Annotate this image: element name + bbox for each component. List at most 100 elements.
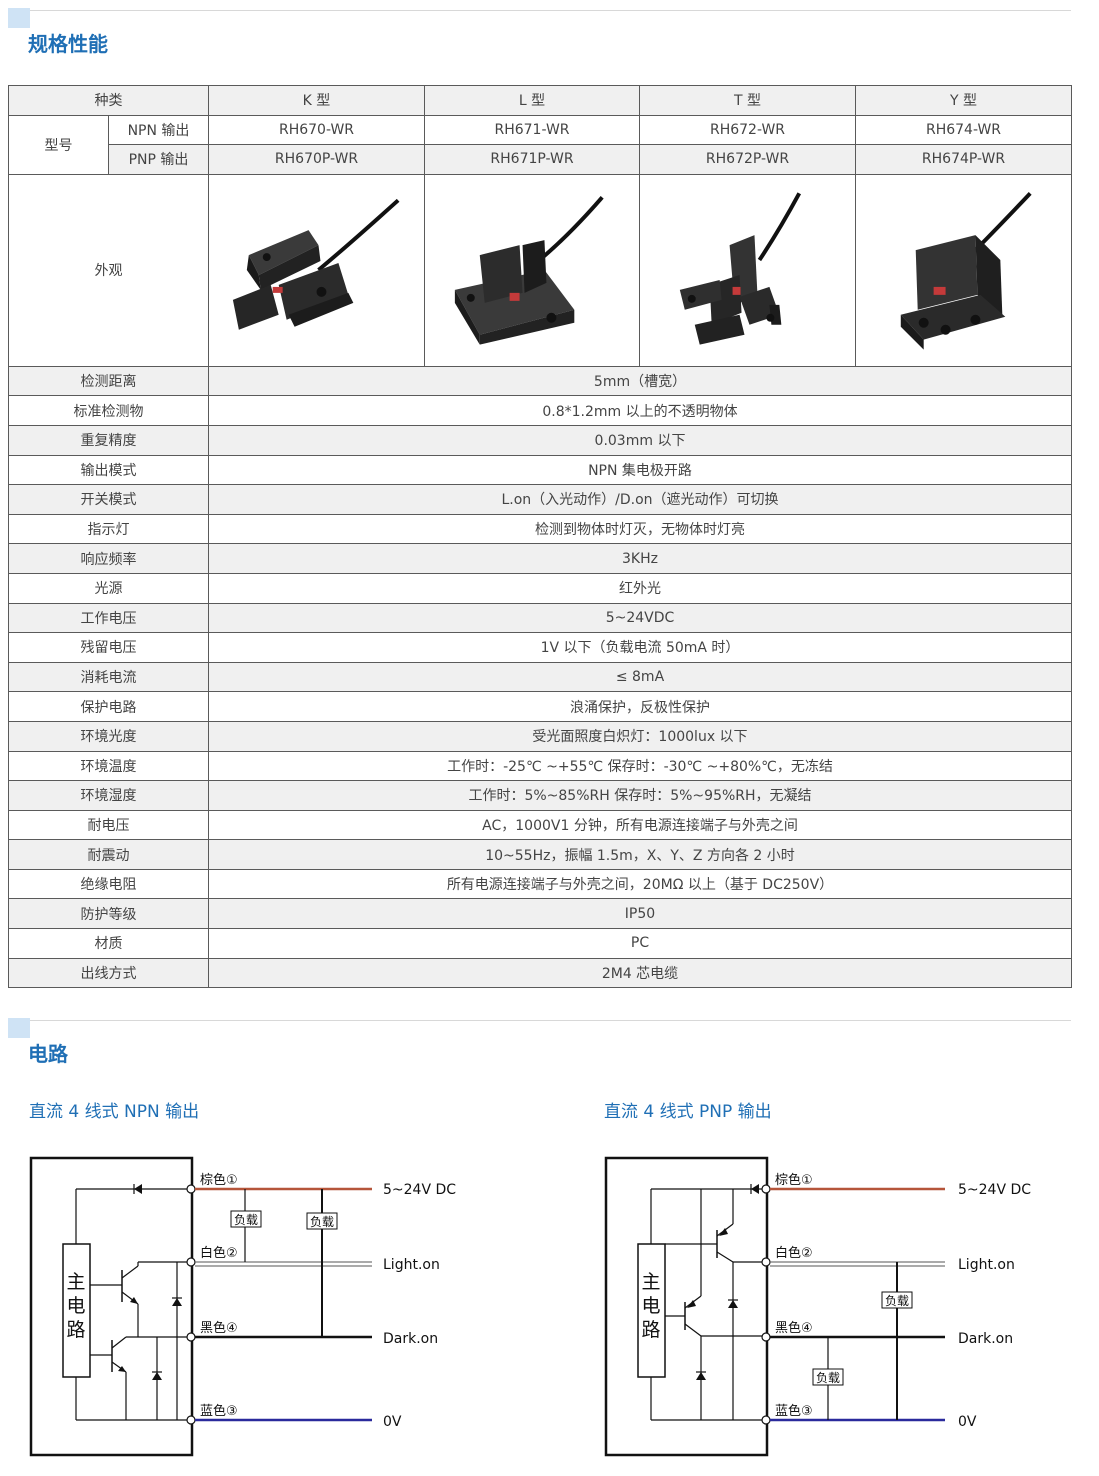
spec-row: 保护电路浪涌保护，反极性保护: [8, 691, 1072, 722]
spec-row-label: 残留电压: [8, 632, 209, 663]
npn-model-y: RH674-WR: [855, 114, 1072, 146]
spec-row-value: IP50: [208, 898, 1072, 930]
spec-row: 环境湿度工作时：5%~85%RH 保存时：5%~95%RH，无凝结: [8, 780, 1072, 811]
npn-load-2-label: 负载: [310, 1215, 334, 1229]
pnp-light-label: Light.on: [958, 1257, 1015, 1273]
circuit-section-header: 电路: [8, 1018, 1071, 1078]
spec-row-value: 10~55Hz，振幅 1.5m，X、Y、Z 方向各 2 小时: [208, 839, 1072, 870]
spec-row-value: 1V 以下（负载电流 50mA 时）: [208, 632, 1072, 663]
pnp-circuit-diagram: 主 电 路 负载 负载 棕色① 白色② 黑色④ 蓝色③ 5~24V DC Li: [604, 1156, 1031, 1457]
spec-row-label: 耐震动: [8, 839, 209, 870]
sensor-image-l: [424, 173, 640, 367]
npn-model-t: RH672-WR: [639, 114, 856, 146]
pnp-blue-wire-label: 蓝色③: [775, 1403, 813, 1419]
sensor-image-k: [208, 173, 425, 367]
spec-row-value: 5mm（槽宽）: [208, 365, 1072, 397]
spec-row: 光源红外光: [8, 572, 1072, 604]
section-divider: [8, 10, 1071, 11]
appearance-label: 外观: [8, 173, 209, 367]
spec-row-value: PC: [208, 928, 1072, 959]
spec-row-label: 消耗电流: [8, 661, 209, 693]
npn-vdc-label: 5~24V DC: [383, 1182, 456, 1198]
spec-row-value: 检测到物体时灯灭，无物体时灯亮: [208, 513, 1072, 545]
pnp-model-y: RH674P-WR: [855, 144, 1072, 175]
spec-table: 种类 K 型 L 型 T 型 Y 型 型号 NPN 输出 RH670-WR RH…: [8, 85, 1072, 989]
section-marker: [8, 1018, 30, 1038]
main-circuit-label-2: 电: [641, 1295, 660, 1317]
spec-row-value: AC，1000V1 分钟，所有电源连接端子与外壳之间: [208, 809, 1072, 841]
circuit-section-title: 电路: [28, 1042, 68, 1066]
npn-load-1-label: 负载: [234, 1213, 258, 1227]
spec-row-value: 工作时：5%~85%RH 保存时：5%~95%RH，无凝结: [208, 780, 1072, 811]
spec-row-label: 出线方式: [8, 957, 209, 989]
section-marker: [8, 8, 30, 28]
sensor-image-y: [855, 173, 1072, 367]
spec-row-label: 输出模式: [8, 454, 209, 486]
spec-section-header: 规格性能: [8, 8, 1071, 68]
pnp-model-row: PNP 输出 RH670P-WR RH671P-WR RH672P-WR RH6…: [9, 144, 1072, 175]
spec-row-label: 光源: [8, 572, 209, 604]
spec-row-value: L.on（入光动作）/D.on（遮光动作）可切换: [208, 484, 1072, 515]
pnp-model-l: RH671P-WR: [424, 144, 640, 175]
type-y-header: Y 型: [855, 85, 1072, 116]
spec-row-label: 工作电压: [8, 602, 209, 634]
main-circuit-label-3: 路: [641, 1319, 660, 1341]
pnp-model-k: RH670P-WR: [208, 144, 425, 175]
spec-row-label: 检测距离: [8, 365, 209, 397]
pnp-zero-label: 0V: [958, 1414, 977, 1430]
pnp-black-wire-label: 黑色④: [775, 1320, 813, 1336]
spec-row-label: 绝缘电阻: [8, 868, 209, 900]
npn-white-wire-label: 白色②: [200, 1245, 238, 1261]
npn-black-wire-label: 黑色④: [200, 1320, 238, 1336]
spec-section-title: 规格性能: [28, 32, 108, 56]
type-k-header: K 型: [208, 85, 425, 116]
pnp-model-t: RH672P-WR: [639, 144, 856, 175]
appearance-row: 外观: [8, 173, 1072, 367]
spec-row-value: 3KHz: [208, 543, 1072, 574]
npn-brown-wire-label: 棕色①: [200, 1172, 238, 1188]
model-label: 型号: [8, 114, 109, 175]
npn-model-k: RH670-WR: [208, 114, 425, 146]
pnp-vdc-label: 5~24V DC: [958, 1182, 1031, 1198]
npn-light-label: Light.on: [383, 1257, 440, 1273]
spec-row-label: 开关模式: [8, 484, 209, 515]
npn-zero-label: 0V: [383, 1414, 402, 1430]
pnp-circuit-title: 直流 4 线式 PNP 输出: [604, 1102, 772, 1122]
npn-model-l: RH671-WR: [424, 114, 640, 146]
main-circuit-label-1: 主: [641, 1271, 660, 1293]
spec-row-value: 工作时：-25℃ ~+55℃ 保存时：-30℃ ~+80%℃，无冻结: [208, 750, 1072, 782]
spec-row-value: 5~24VDC: [208, 602, 1072, 634]
pnp-load-2-label: 负载: [816, 1371, 840, 1385]
l-type-sensor-image: [454, 195, 604, 345]
npn-dark-label: Dark.on: [383, 1331, 438, 1347]
table-header-row: 种类 K 型 L 型 T 型 Y 型: [8, 85, 1072, 116]
pnp-label: PNP 输出: [108, 144, 209, 175]
npn-model-row: 型号 NPN 输出 RH670-WR RH671-WR RH672-WR RH6…: [8, 114, 1072, 175]
main-circuit-label-3: 路: [66, 1319, 85, 1341]
k-type-sensor-image: [232, 198, 400, 330]
npn-label: NPN 输出: [108, 114, 209, 146]
type-l-header: L 型: [424, 85, 640, 116]
spec-row-label: 保护电路: [8, 691, 209, 722]
pnp-load-1-label: 负载: [885, 1294, 909, 1308]
spec-row: 指示灯检测到物体时灯灭，无物体时灯亮: [8, 513, 1072, 545]
spec-row-label: 重复精度: [8, 424, 209, 456]
spec-row-value: ≤ 8mA: [208, 661, 1072, 693]
spec-row-value: 受光面照度白炽灯：1000lux 以下: [208, 720, 1072, 752]
main-circuit-label-2: 电: [66, 1295, 85, 1317]
spec-row-value: NPN 集电极开路: [208, 454, 1072, 486]
spec-row-label: 环境温度: [8, 750, 209, 782]
spec-row: 环境温度工作时：-25℃ ~+55℃ 保存时：-30℃ ~+80%℃，无冻结: [8, 750, 1072, 782]
spec-row-value: 所有电源连接端子与外壳之间，20MΩ 以上（基于 DC250V）: [208, 868, 1072, 900]
